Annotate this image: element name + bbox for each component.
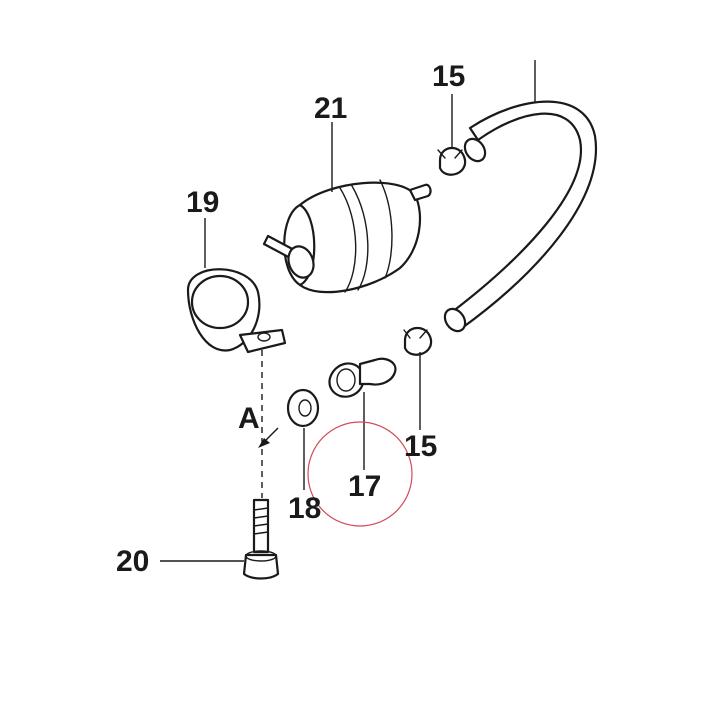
hose-clamp-bottom bbox=[403, 326, 433, 356]
callout-view-a: A bbox=[238, 402, 260, 435]
bolt bbox=[242, 498, 280, 580]
leader-lines bbox=[160, 60, 536, 562]
fuel-filter bbox=[262, 179, 432, 294]
banjo-fitting bbox=[328, 357, 397, 398]
highlight-circle bbox=[307, 421, 413, 527]
assembly-axis bbox=[258, 350, 279, 498]
callout-17: 17 bbox=[348, 470, 381, 503]
filter-bracket bbox=[186, 268, 287, 354]
callout-21: 21 bbox=[314, 92, 347, 125]
fuel-hose bbox=[443, 100, 598, 333]
callout-20: 20 bbox=[116, 545, 149, 578]
callout-18: 18 bbox=[288, 492, 321, 525]
sealing-washer bbox=[286, 388, 320, 428]
hose-clamp-top bbox=[437, 146, 467, 176]
callout-15-bottom: 15 bbox=[404, 430, 437, 463]
callout-15-top: 15 bbox=[432, 60, 465, 93]
callout-19: 19 bbox=[186, 186, 219, 219]
